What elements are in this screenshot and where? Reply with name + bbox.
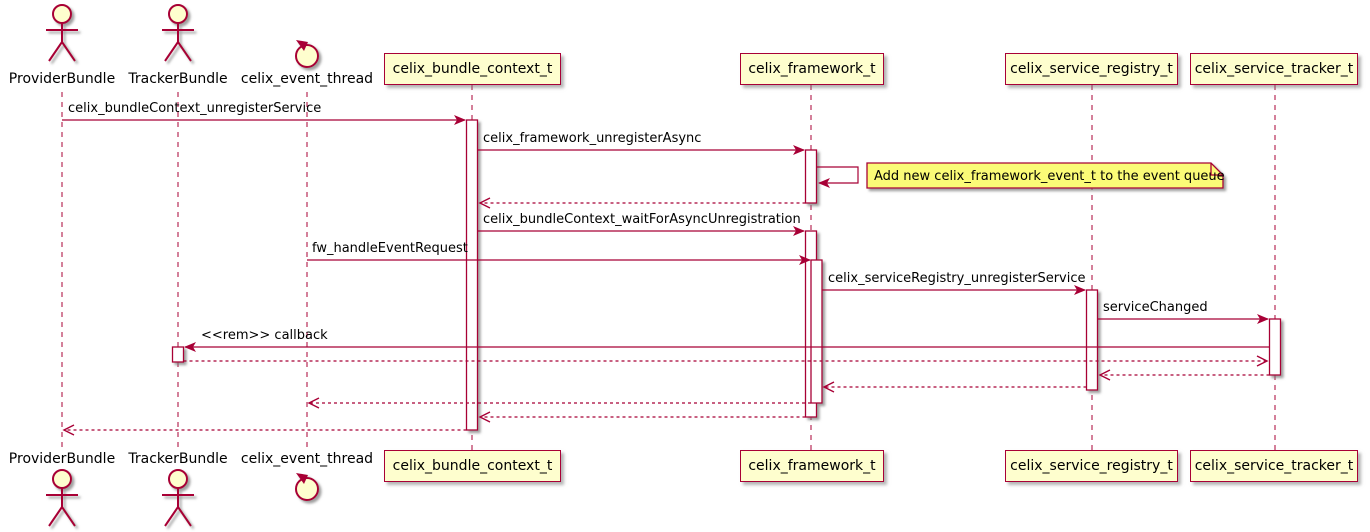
participant-bottom-service-tracker: celix_service_tracker_t <box>1190 450 1358 482</box>
participant-bottom-framework: celix_framework_t <box>740 450 884 482</box>
activation-bars <box>171 119 1282 431</box>
actor-label-tracker-bottom: TrackerBundle <box>128 451 228 467</box>
message-label-rem-callback: <<rem>> callback <box>201 328 328 343</box>
message-label-framework-unregister-async: celix_framework_unregisterAsync <box>483 131 702 146</box>
actor-label-provider-bottom: ProviderBundle <box>8 451 116 467</box>
actor-label-provider-top: ProviderBundle <box>8 71 116 87</box>
activation-framework-1 <box>804 149 818 204</box>
message-label-unregister-service: celix_bundleContext_unregisterService <box>68 101 322 116</box>
control-label-event-thread-top: celix_event_thread <box>240 71 374 87</box>
activation-service-registry <box>1085 289 1099 391</box>
participant-top-framework: celix_framework_t <box>740 53 884 85</box>
control-label-event-thread-bottom: celix_event_thread <box>240 451 374 467</box>
activation-service-tracker <box>1268 318 1282 376</box>
message-label-service-changed: serviceChanged <box>1103 300 1208 315</box>
actor-icon-tracker-top <box>161 4 195 62</box>
control-icon-event-thread-bottom <box>295 472 319 501</box>
activation-tracker-bundle <box>171 346 185 363</box>
participant-top-bundle-context: celix_bundle_context_t <box>384 53 561 85</box>
participant-bottom-service-registry: celix_service_registry_t <box>1005 450 1178 482</box>
participant-top-service-tracker: celix_service_tracker_t <box>1190 53 1358 85</box>
control-icon-event-thread-top <box>295 39 319 68</box>
activation-bundle-context <box>465 119 479 431</box>
message-arrows <box>62 115 1270 436</box>
arrow-self-message <box>816 166 859 188</box>
activation-framework-nested <box>810 259 823 404</box>
participant-top-service-registry: celix_service_registry_t <box>1005 53 1178 85</box>
note-shape <box>866 162 1224 189</box>
actor-icon-provider-bottom <box>45 469 79 527</box>
actor-icon-provider-top <box>45 4 79 62</box>
actor-label-tracker-top: TrackerBundle <box>128 71 228 87</box>
message-label-fw-handle-event: fw_handleEventRequest <box>312 241 468 256</box>
message-label-wait-for-async: celix_bundleContext_waitForAsyncUnregist… <box>483 212 801 227</box>
actor-icon-tracker-bottom <box>161 469 195 527</box>
message-label-registry-unregister: celix_serviceRegistry_unregisterService <box>828 271 1086 286</box>
participant-bottom-bundle-context: celix_bundle_context_t <box>384 450 561 482</box>
note-text: Add new celix_framework_event_t to the e… <box>874 169 1225 184</box>
